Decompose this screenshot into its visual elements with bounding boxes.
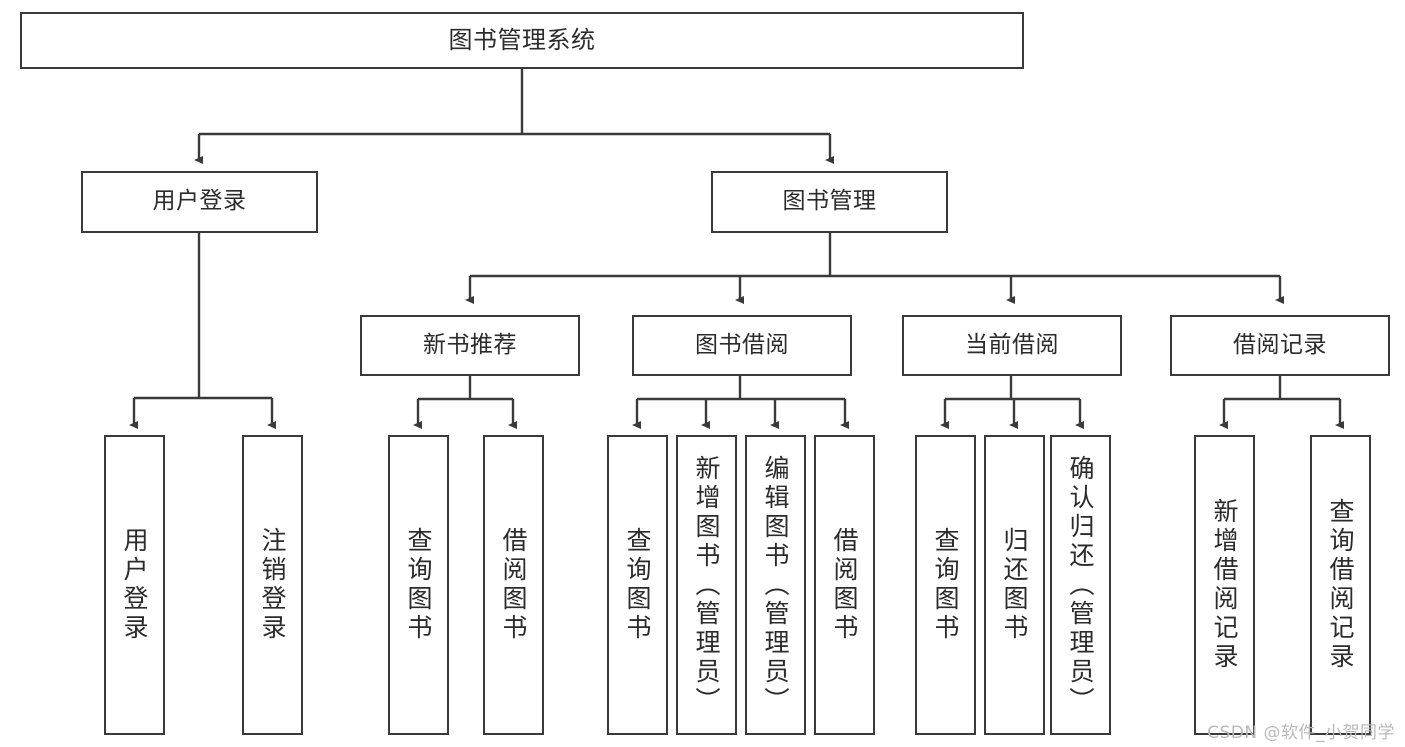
node-label: 新增图书（管理员） (692, 454, 721, 716)
node-user-login[interactable]: 用户登录 (81, 171, 318, 233)
node-label: 查询借阅记录 (1326, 498, 1355, 672)
node-borrow-record[interactable]: 借阅记录 (1170, 315, 1390, 376)
leaf-logout[interactable]: 注销登录 (242, 435, 303, 735)
node-label: 借阅图书 (499, 527, 528, 643)
node-root-system[interactable]: 图书管理系统 (20, 12, 1024, 69)
node-current-borrow[interactable]: 当前借阅 (902, 315, 1122, 376)
leaf-return-book[interactable]: 归还图书 (984, 435, 1045, 735)
leaf-query-book-current[interactable]: 查询图书 (915, 435, 976, 735)
node-label: 注销登录 (258, 527, 287, 643)
node-label: 编辑图书（管理员） (761, 454, 790, 716)
node-label: 当前借阅 (965, 331, 1059, 358)
leaf-query-borrow-record[interactable]: 查询借阅记录 (1310, 435, 1371, 735)
watermark: CSDN @软件_小贺同学 (1207, 723, 1395, 743)
leaf-borrow-book[interactable]: 借阅图书 (814, 435, 875, 735)
node-label: 借阅图书 (830, 527, 859, 643)
leaf-add-borrow-record[interactable]: 新增借阅记录 (1194, 435, 1255, 735)
node-label: 查询图书 (623, 527, 652, 643)
node-label: 确认归还（管理员） (1066, 454, 1095, 716)
node-label: 新书推荐 (423, 331, 517, 358)
node-book-management[interactable]: 图书管理 (711, 171, 948, 233)
node-label: 用户登录 (152, 188, 247, 215)
node-label: 用户登录 (120, 527, 149, 643)
node-label: 图书管理 (782, 188, 877, 215)
node-label: 图书借阅 (695, 331, 789, 358)
leaf-confirm-return-admin[interactable]: 确认归还（管理员） (1050, 435, 1111, 735)
leaf-query-book-recommend[interactable]: 查询图书 (388, 435, 449, 735)
leaf-user-login[interactable]: 用户登录 (104, 435, 165, 735)
leaf-add-book-admin[interactable]: 新增图书（管理员） (676, 435, 737, 735)
node-label: 新增借阅记录 (1210, 498, 1239, 672)
node-new-book-recommend[interactable]: 新书推荐 (360, 315, 580, 376)
node-label: 查询图书 (931, 527, 960, 643)
node-label: 图书管理系统 (448, 26, 596, 55)
node-label: 查询图书 (404, 527, 433, 643)
node-label: 归还图书 (1000, 527, 1029, 643)
node-book-borrow[interactable]: 图书借阅 (632, 315, 852, 376)
leaf-borrow-book-recommend[interactable]: 借阅图书 (483, 435, 544, 735)
leaf-edit-book-admin[interactable]: 编辑图书（管理员） (745, 435, 806, 735)
node-label: 借阅记录 (1233, 331, 1327, 358)
leaf-query-book-borrow[interactable]: 查询图书 (607, 435, 668, 735)
